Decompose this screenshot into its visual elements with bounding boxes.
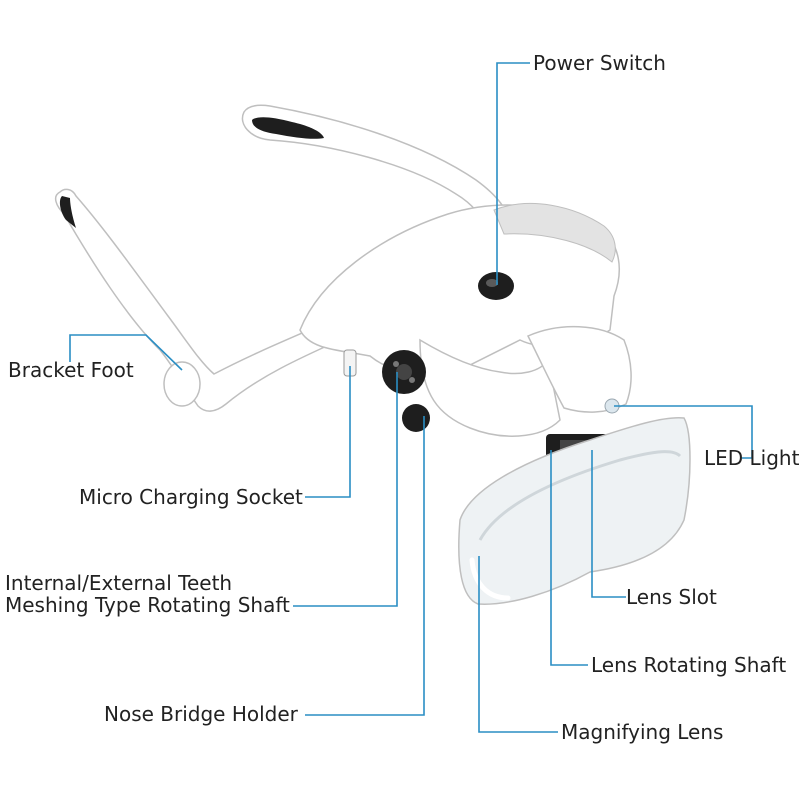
- leader-nose-bridge-holder: [305, 416, 425, 716]
- left-arm-grip: [59, 196, 76, 228]
- left-temple-arm: [54, 188, 341, 412]
- body-front-face: [419, 338, 561, 437]
- head-magnifier-device: [54, 104, 691, 605]
- label-rotating-shaft: Internal/External Teeth Meshing Type Rot…: [5, 572, 290, 616]
- leader-power-switch: [496, 62, 530, 285]
- leader-lines: [69, 62, 753, 733]
- leader-lens-rotating-shaft: [550, 450, 588, 666]
- lens-inner-rim: [478, 450, 682, 541]
- label-rotating-shaft-line1: Internal/External Teeth: [5, 571, 233, 595]
- leader-led-light: [614, 405, 753, 459]
- label-nose-bridge-holder: Nose Bridge Holder: [104, 702, 298, 726]
- leader-micro-charging-socket: [305, 366, 351, 498]
- label-led-light: LED Light: [704, 446, 800, 470]
- power-switch-highlight: [486, 279, 498, 287]
- label-micro-charging-socket: Micro Charging Socket: [79, 485, 303, 509]
- label-lens-slot: Lens Slot: [626, 585, 717, 609]
- label-bracket-foot: Bracket Foot: [8, 358, 134, 382]
- power-switch-button: [478, 272, 514, 300]
- leader-magnifying-lens: [478, 556, 558, 733]
- leader-bracket-foot: [69, 334, 183, 371]
- leader-lens-slot: [591, 450, 626, 598]
- label-power-switch: Power Switch: [533, 51, 666, 75]
- label-lens-rotating-shaft: Lens Rotating Shaft: [591, 653, 787, 677]
- led-light-housing: [526, 325, 632, 413]
- bracket-foot-hinge: [163, 361, 201, 407]
- leader-rotating-shaft: [293, 372, 398, 607]
- right-arm-grip: [252, 117, 324, 139]
- magnifying-lens: [458, 417, 691, 605]
- nose-bridge-knob: [402, 404, 430, 432]
- label-rotating-shaft-line2: Meshing Type Rotating Shaft: [5, 593, 290, 617]
- body-top-ridge: [493, 203, 616, 263]
- label-magnifying-lens: Magnifying Lens: [561, 720, 724, 744]
